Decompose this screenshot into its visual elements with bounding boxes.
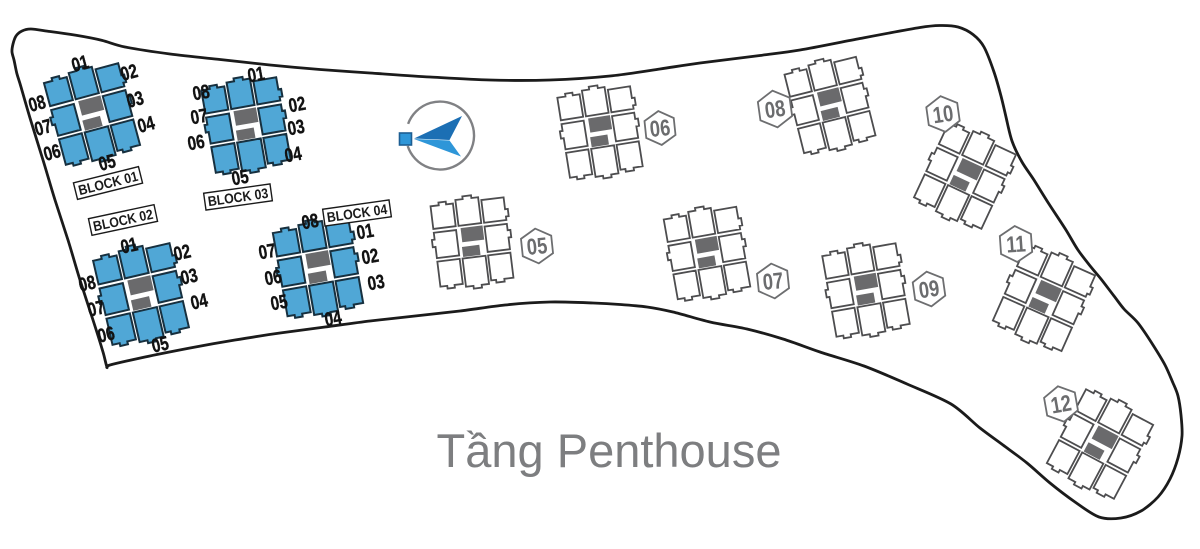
svg-text:08: 08 bbox=[763, 96, 787, 124]
svg-text:03: 03 bbox=[178, 263, 200, 289]
svg-text:07: 07 bbox=[189, 104, 210, 129]
svg-text:02: 02 bbox=[287, 92, 308, 117]
svg-text:07: 07 bbox=[257, 239, 278, 264]
svg-text:09: 09 bbox=[917, 276, 941, 304]
svg-text:06: 06 bbox=[263, 265, 284, 290]
svg-text:Tầng Penthouse: Tầng Penthouse bbox=[437, 424, 782, 477]
svg-text:04: 04 bbox=[188, 288, 210, 314]
svg-text:11: 11 bbox=[1005, 231, 1026, 258]
svg-text:05: 05 bbox=[149, 331, 171, 357]
svg-text:08: 08 bbox=[26, 90, 48, 116]
svg-text:07: 07 bbox=[85, 296, 106, 322]
svg-text:08: 08 bbox=[76, 270, 98, 296]
svg-text:06: 06 bbox=[41, 139, 63, 165]
svg-text:10: 10 bbox=[931, 101, 955, 129]
svg-text:05: 05 bbox=[526, 233, 549, 260]
svg-text:04: 04 bbox=[135, 111, 157, 137]
svg-text:12: 12 bbox=[1049, 391, 1074, 420]
svg-text:05: 05 bbox=[230, 165, 251, 190]
svg-text:01: 01 bbox=[355, 219, 376, 244]
svg-text:06: 06 bbox=[649, 115, 672, 142]
svg-text:06: 06 bbox=[186, 130, 207, 155]
svg-text:01: 01 bbox=[118, 232, 140, 258]
svg-text:01: 01 bbox=[246, 62, 267, 87]
svg-text:04: 04 bbox=[323, 306, 344, 331]
svg-text:06: 06 bbox=[95, 321, 117, 347]
svg-text:05: 05 bbox=[96, 149, 118, 175]
svg-text:07: 07 bbox=[32, 114, 54, 140]
svg-text:02: 02 bbox=[360, 244, 381, 269]
svg-text:04: 04 bbox=[283, 142, 304, 167]
svg-text:03: 03 bbox=[124, 86, 146, 112]
svg-text:02: 02 bbox=[118, 59, 140, 85]
svg-text:08: 08 bbox=[300, 209, 321, 234]
svg-text:08: 08 bbox=[191, 80, 212, 105]
svg-text:07: 07 bbox=[762, 268, 785, 295]
svg-text:01: 01 bbox=[69, 50, 91, 76]
svg-text:05: 05 bbox=[269, 290, 290, 315]
svg-text:02: 02 bbox=[171, 239, 193, 265]
svg-text:03: 03 bbox=[366, 270, 387, 295]
svg-text:03: 03 bbox=[286, 115, 307, 140]
